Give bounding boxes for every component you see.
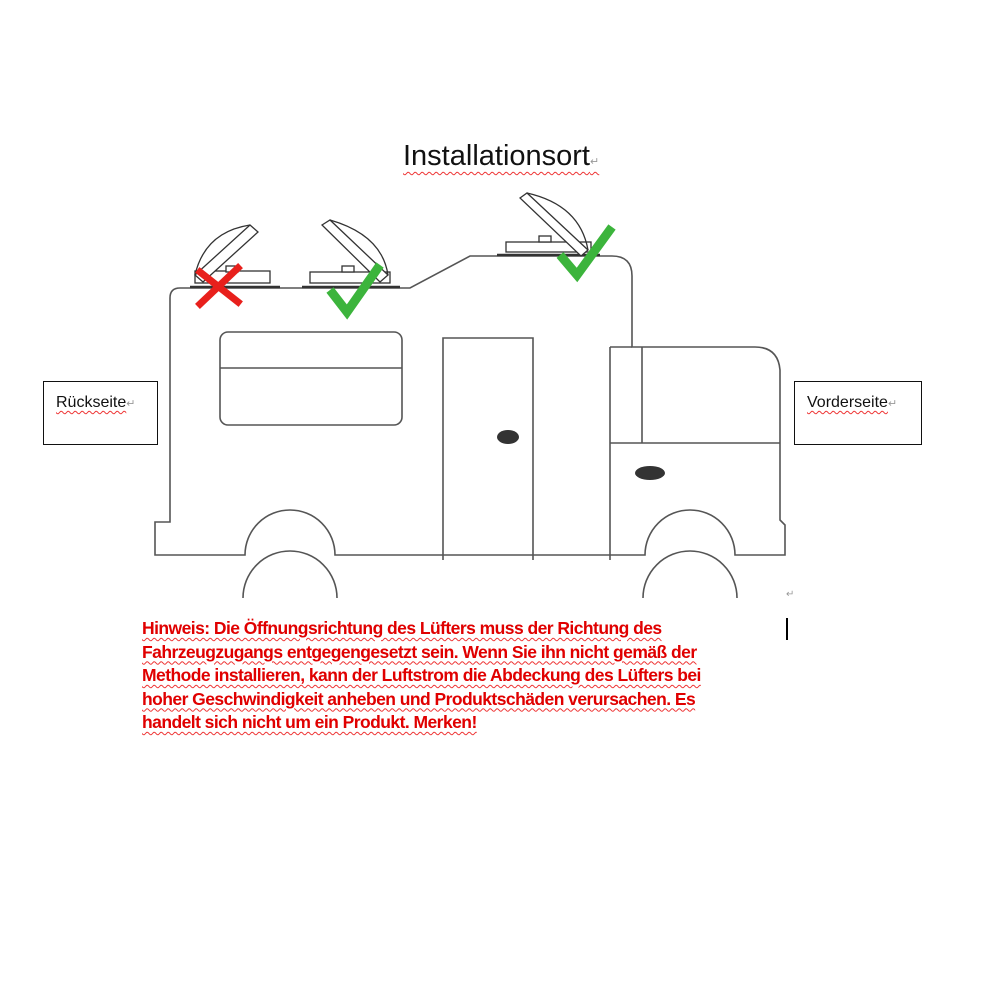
note-line: Hinweis: Die Öffnungsrichtung des Lüfter… xyxy=(142,618,662,638)
warning-note: Hinweis: Die Öffnungsrichtung des Lüfter… xyxy=(142,617,862,735)
roof-vent-correct-2 xyxy=(497,192,600,257)
note-line: hoher Geschwindigkeit anheben und Produk… xyxy=(142,688,696,709)
paragraph-mark: ↵ xyxy=(590,156,600,168)
roof-vent-correct-1 xyxy=(302,219,400,289)
door-handle xyxy=(497,430,519,444)
entry-door xyxy=(442,337,534,560)
front-label-text: Vorderseite xyxy=(807,394,888,411)
check-icon xyxy=(326,262,384,320)
paragraph-mark: ↵ xyxy=(126,398,136,410)
front-wheel xyxy=(642,550,738,599)
camper-outline xyxy=(154,255,786,599)
paragraph-mark: ↵ xyxy=(887,398,898,410)
rear-wheel xyxy=(242,550,338,599)
rear-label: Rückseite↵ xyxy=(43,381,158,445)
note-line: handelt sich nicht um ein Produkt. Merke… xyxy=(142,712,477,732)
check-icon xyxy=(556,224,616,283)
front-label: Vorderseite↵ xyxy=(794,381,922,445)
note-line: Methode installieren, kann der Luftstrom… xyxy=(142,665,701,685)
rear-label-text: Rückseite xyxy=(56,394,127,411)
side-window xyxy=(219,331,403,426)
diagram-title: Installationsort↵ xyxy=(403,140,599,173)
note-line: Fahrzeugzugangs entgegengesetzt sein. We… xyxy=(142,641,697,662)
paragraph-mark: ↵ xyxy=(786,589,794,600)
cab-door-handle xyxy=(635,466,665,480)
wrong-x-icon xyxy=(195,263,243,309)
title-text: Installationsort xyxy=(403,140,590,172)
text-cursor xyxy=(786,618,788,640)
